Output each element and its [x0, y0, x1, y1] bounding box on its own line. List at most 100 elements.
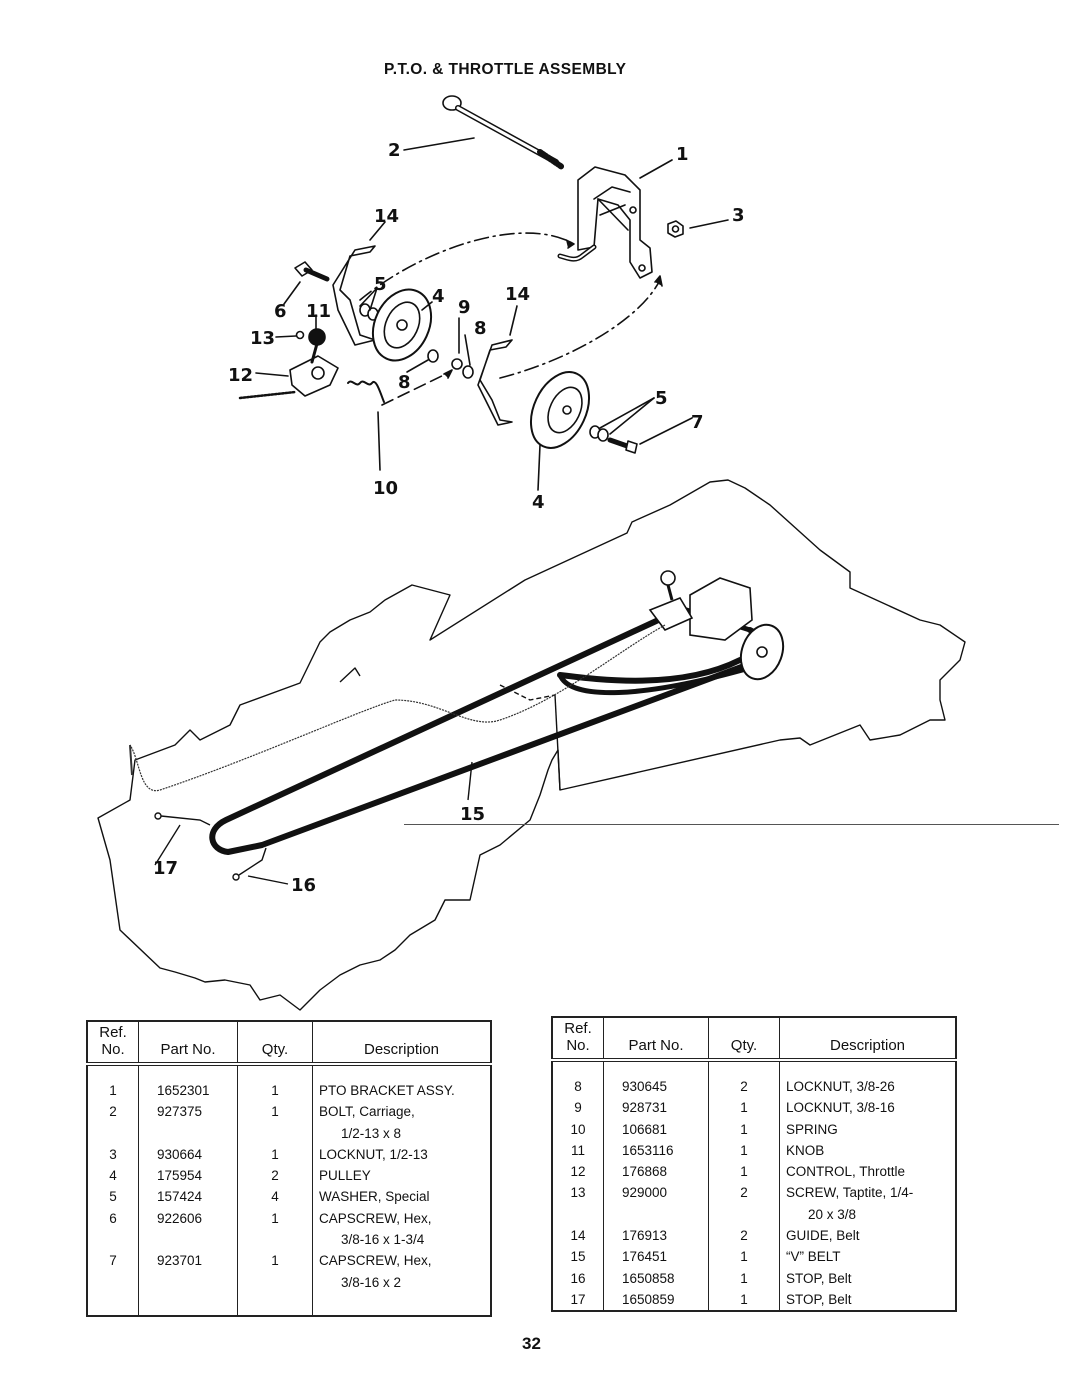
callout-4b: 4: [532, 492, 545, 513]
callout-8a: 8: [474, 318, 487, 339]
callout-9: 9: [458, 297, 471, 318]
part-no-cell: 176913: [603, 1225, 709, 1247]
qty-cell: 1: [708, 1097, 780, 1119]
description-continuation: 20 x 3/8: [808, 1206, 857, 1222]
callout-10: 10: [373, 478, 398, 499]
qty-cell: 1: [708, 1246, 780, 1268]
callout-11: 11: [306, 301, 331, 322]
qty-cell: 1: [708, 1267, 780, 1289]
callout-15: 15: [460, 804, 485, 825]
description-cell: SCREW, Taptite, 1/4-20 x 3/8: [779, 1182, 956, 1226]
qty-cell: 1: [237, 1143, 313, 1166]
description-continuation: 1/2-13 x 8: [341, 1125, 402, 1141]
description-cell: GUIDE, Belt: [779, 1225, 956, 1247]
description-continuation: 3/8-16 x 2: [341, 1274, 402, 1290]
belt-stops-drawing: [154, 761, 473, 885]
table-filler-row: [87, 1292, 491, 1316]
callout-8b: 8: [398, 372, 411, 393]
locknut-part: [667, 220, 684, 238]
callout-1: 1: [676, 144, 689, 165]
part-no-cell: 176451: [603, 1246, 709, 1268]
belt-guide-part: [332, 245, 376, 346]
callout-12: 12: [228, 365, 253, 386]
description-cell: LOCKNUT, 1/2-13: [312, 1143, 491, 1166]
part-no-cell: 930664: [138, 1143, 238, 1166]
part-no-cell: 922606: [138, 1207, 238, 1251]
part-no-cell: 930645: [603, 1060, 709, 1098]
divider-line: [404, 824, 1059, 825]
callout-2: 2: [388, 140, 401, 161]
ref-no-cell: 5: [109, 1189, 117, 1205]
pto-bracket-part: [557, 166, 653, 279]
ref-no-cell: 17: [570, 1291, 586, 1307]
callout-5b: 5: [655, 388, 668, 409]
throttle-cable-drawing: [129, 624, 666, 792]
ref-no-cell: 4: [109, 1168, 117, 1184]
callout-4a: 4: [432, 286, 445, 307]
ref-no-cell: 9: [574, 1100, 582, 1116]
part-no-cell: 1653116: [603, 1139, 709, 1162]
part-no-cell: 175954: [138, 1165, 238, 1187]
ref-no-cell: 16: [570, 1270, 586, 1286]
page-number: 32: [522, 1334, 541, 1353]
header-qty: Qty.: [237, 1021, 313, 1066]
qty-cell: 1: [708, 1288, 780, 1312]
description-cell: STOP, Belt: [779, 1267, 956, 1289]
qty-cell: 1: [237, 1064, 313, 1102]
ref-no-cell: 8: [574, 1079, 582, 1094]
qty-cell: 2: [708, 1060, 780, 1098]
qty-cell: 1: [708, 1161, 780, 1183]
header-description: Description: [779, 1017, 956, 1062]
description-cell: SPRING: [779, 1118, 956, 1140]
description-cell: “V” BELT: [779, 1246, 956, 1268]
header-description: Description: [312, 1021, 491, 1066]
description-cell: PTO BRACKET ASSY.: [312, 1064, 491, 1102]
callout-labels: 2 1 3 14 5 4 9 14 6 11 8 13 12 8 5 7 10 …: [153, 140, 745, 896]
header-part-no: Part No.: [603, 1017, 709, 1062]
knob-part: [308, 328, 326, 346]
exploded-parts-diagram: 2 1 3 14 5 4 9 14 6 11 8 13 12 8 5 7 10 …: [97, 95, 966, 1011]
qty-cell: 1: [708, 1118, 780, 1140]
throttle-control-part: [289, 355, 339, 397]
ref-no-cell: 10: [570, 1121, 586, 1137]
part-no-cell: 1652301: [138, 1064, 238, 1102]
part-no-cell: 928731: [603, 1097, 709, 1119]
part-no-cell: 927375: [138, 1101, 238, 1144]
ref-no-cell: 2: [109, 1104, 117, 1120]
description-cell: CAPSCREW, Hex,3/8-16 x 2: [312, 1250, 491, 1293]
qty-cell: 2: [708, 1182, 780, 1226]
v-belt-drawing: [209, 605, 772, 855]
part-no-cell: 106681: [603, 1118, 709, 1140]
ref-no-cell: 11: [570, 1142, 585, 1158]
part-no-cell: 176868: [603, 1161, 709, 1183]
description-cell: KNOB: [779, 1139, 956, 1162]
callout-5a: 5: [374, 274, 387, 295]
lower-pulley-assembly: [648, 570, 785, 681]
ref-no-cell: 12: [570, 1164, 586, 1180]
header-part-no: Part No.: [138, 1021, 238, 1066]
qty-cell: 2: [708, 1225, 780, 1247]
callout-17: 17: [153, 858, 178, 879]
ref-no-cell: 7: [109, 1253, 117, 1269]
callout-14a: 14: [374, 206, 399, 227]
description-cell: WASHER, Special: [312, 1186, 491, 1208]
qty-cell: 1: [237, 1250, 313, 1293]
qty-cell: 1: [708, 1139, 780, 1162]
ref-no-cell: 13: [570, 1185, 586, 1201]
ref-no-cell: 3: [109, 1146, 117, 1162]
qty-cell: 4: [237, 1186, 313, 1208]
